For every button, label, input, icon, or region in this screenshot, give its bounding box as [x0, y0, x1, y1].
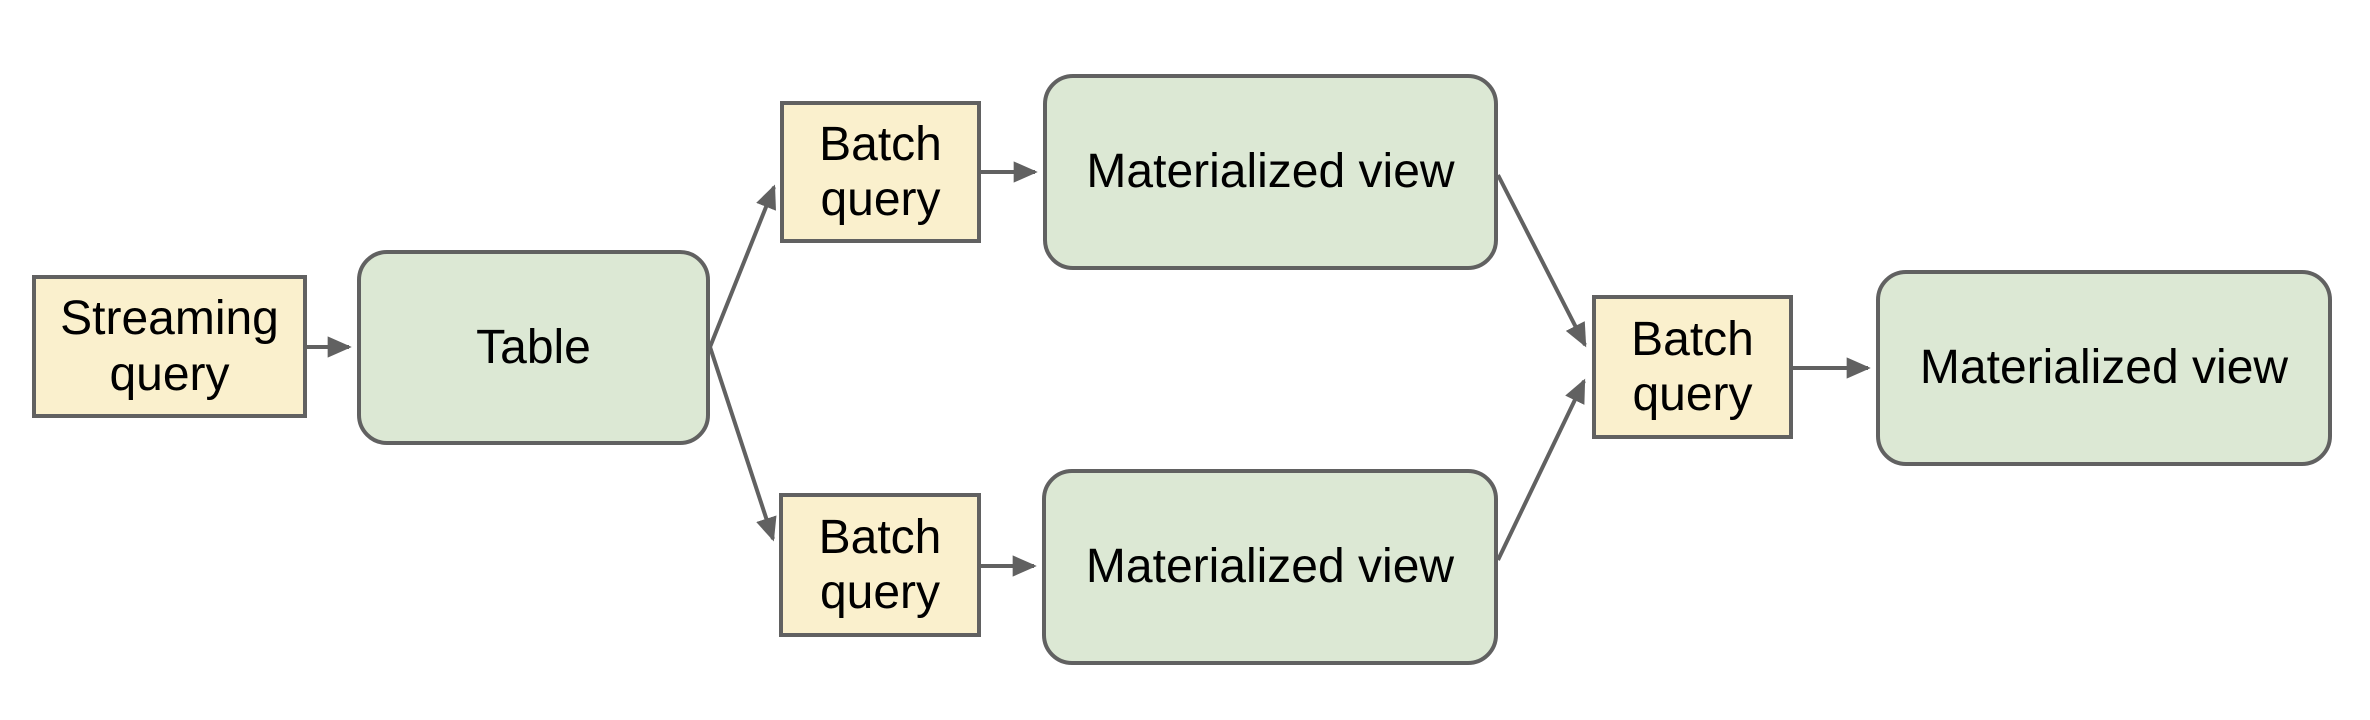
node-batch-query-top: Batch query — [780, 101, 981, 243]
node-materialized-view-top: Materialized view — [1043, 74, 1498, 270]
node-table: Table — [357, 250, 710, 445]
edge-materialized-view-top-to-batch-query-right — [1496, 174, 1587, 348]
node-batch-query-right: Batch query — [1592, 295, 1793, 439]
node-streaming-query: Streaming query — [32, 275, 307, 418]
edge-table-to-batch-query-top — [708, 184, 776, 348]
node-materialized-view-bottom-label: Materialized view — [1085, 540, 1455, 594]
node-table-label: Table — [476, 320, 591, 374]
node-streaming-query-label: Streaming query — [60, 292, 279, 401]
node-materialized-view-right: Materialized view — [1876, 270, 2332, 466]
edge-materialized-view-bottom-to-batch-query-right — [1496, 378, 1586, 561]
edge-table-to-batch-query-bottom — [708, 346, 777, 542]
node-materialized-view-bottom: Materialized view — [1042, 469, 1498, 665]
node-materialized-view-top-label: Materialized view — [1086, 145, 1455, 199]
node-batch-query-top-label: Batch query — [819, 117, 942, 226]
node-batch-query-bottom-label: Batch query — [818, 510, 942, 619]
node-materialized-view-right-label: Materialized view — [1919, 341, 2289, 395]
node-batch-query-right-label: Batch query — [1631, 312, 1754, 421]
node-batch-query-bottom: Batch query — [779, 493, 981, 637]
